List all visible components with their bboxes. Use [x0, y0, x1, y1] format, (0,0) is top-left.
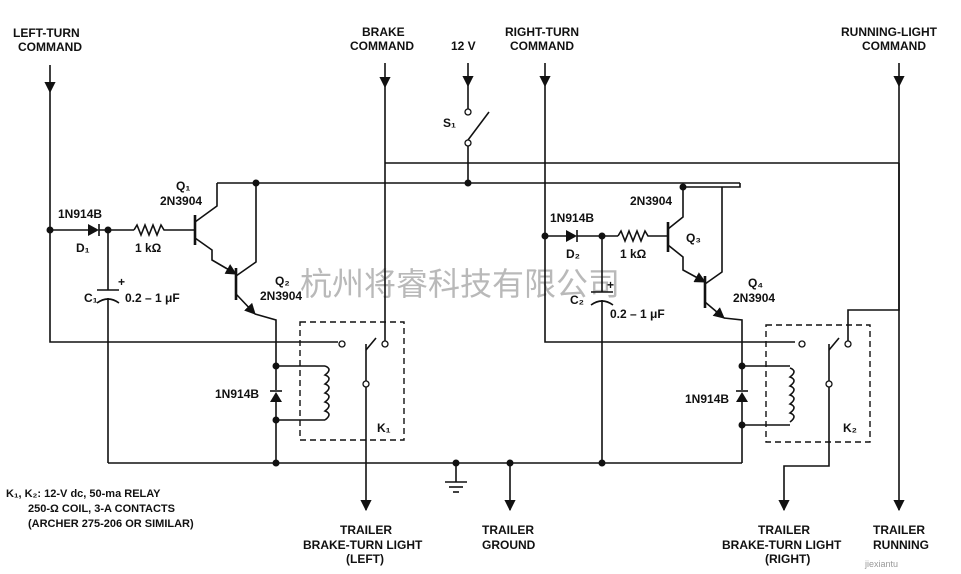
watermark-chinese: 杭州将睿科技有限公司 [300, 265, 620, 303]
diode-d2 [545, 230, 618, 242]
label-q4-part: 2N3904 [733, 291, 775, 305]
label-q3: Q₃ [686, 231, 701, 245]
relay-diode-left [270, 365, 325, 463]
label-left-turn-2: COMMAND [18, 40, 82, 54]
label-q4: Q₄ [748, 276, 763, 290]
label-12v: 12 V [451, 39, 476, 53]
label-k2: K₂ [843, 421, 857, 435]
note-line-2: 250-Ω COIL, 3-A CONTACTS [28, 503, 175, 515]
label-relay-diode-left: 1N914B [215, 387, 259, 401]
label-right-turn-1: RIGHT-TURN [505, 25, 579, 39]
transistor-q1 [193, 183, 237, 275]
brake-input-line [379, 63, 899, 344]
label-k1: K₁ [377, 421, 391, 435]
label-right-turn-2: COMMAND [510, 39, 574, 53]
resistor-r1 [133, 222, 195, 238]
relay-diode-right [736, 365, 790, 463]
label-r2: 1 kΩ [620, 247, 647, 261]
label-out-right-1: TRAILER [758, 523, 810, 537]
label-out-ground-1: TRAILER [482, 523, 534, 537]
watermark-site: jiexiantu [864, 559, 898, 569]
label-running-1: RUNNING-LIGHT [841, 25, 938, 39]
label-r1: 1 kΩ [135, 241, 162, 255]
label-out-right-3: (RIGHT) [765, 552, 810, 566]
c2-plus: + [607, 278, 614, 292]
right-turn-input-line [539, 63, 795, 343]
transistor-q4 [703, 187, 743, 366]
label-q3-part: 2N3904 [630, 194, 672, 208]
label-relay-diode-right: 1N914B [685, 392, 729, 406]
label-q1: Q₁ [176, 179, 190, 193]
label-d2-part: 1N914B [550, 211, 594, 225]
label-c2-value: 0.2 – 1 μF [610, 307, 665, 321]
note-line-1: K₁, K₂: 12-V dc, 50-ma RELAY [6, 488, 161, 500]
label-s1: S₁ [443, 116, 456, 130]
label-q1-part: 2N3904 [160, 194, 202, 208]
label-left-turn-1: LEFT-TURN [13, 26, 80, 40]
ground-symbol [445, 463, 467, 493]
label-d1-part: 1N914B [58, 207, 102, 221]
relay-k1 [299, 321, 405, 512]
label-out-left-1: TRAILER [340, 523, 392, 537]
label-out-left-2: BRAKE-TURN LIGHT [303, 538, 423, 552]
transistor-q2 [234, 183, 277, 366]
label-q2-part: 2N3904 [260, 289, 302, 303]
label-out-running-2: RUNNING [873, 538, 929, 552]
note-line-3: (ARCHER 275-206 OR SIMILAR) [28, 518, 194, 530]
relay-k2 [765, 324, 871, 512]
left-turn-input-line [44, 65, 338, 343]
diode-d1 [50, 224, 134, 236]
label-c1-value: 0.2 – 1 μF [125, 291, 180, 305]
transistor-q3 [666, 183, 741, 283]
capacitor-c2 [590, 236, 614, 463]
c1-plus: + [118, 275, 125, 289]
label-c2: C₂ [570, 293, 584, 307]
label-q2: Q₂ [275, 274, 290, 288]
label-d1: D₁ [76, 241, 90, 255]
running-light-input-line [847, 63, 905, 344]
switch-s1 [464, 108, 490, 183]
label-out-left-3: (LEFT) [346, 552, 384, 566]
capacitor-c1 [96, 230, 120, 463]
label-running-2: COMMAND [862, 39, 926, 53]
label-out-running-1: TRAILER [873, 523, 925, 537]
label-brake-2: COMMAND [350, 39, 414, 53]
resistor-r2 [617, 228, 668, 244]
label-brake-1: BRAKE [362, 25, 405, 39]
label-c1: C₁ [84, 291, 98, 305]
label-out-ground-2: GROUND [482, 538, 536, 552]
label-out-right-2: BRAKE-TURN LIGHT [722, 538, 842, 552]
label-d2: D₂ [566, 247, 580, 261]
